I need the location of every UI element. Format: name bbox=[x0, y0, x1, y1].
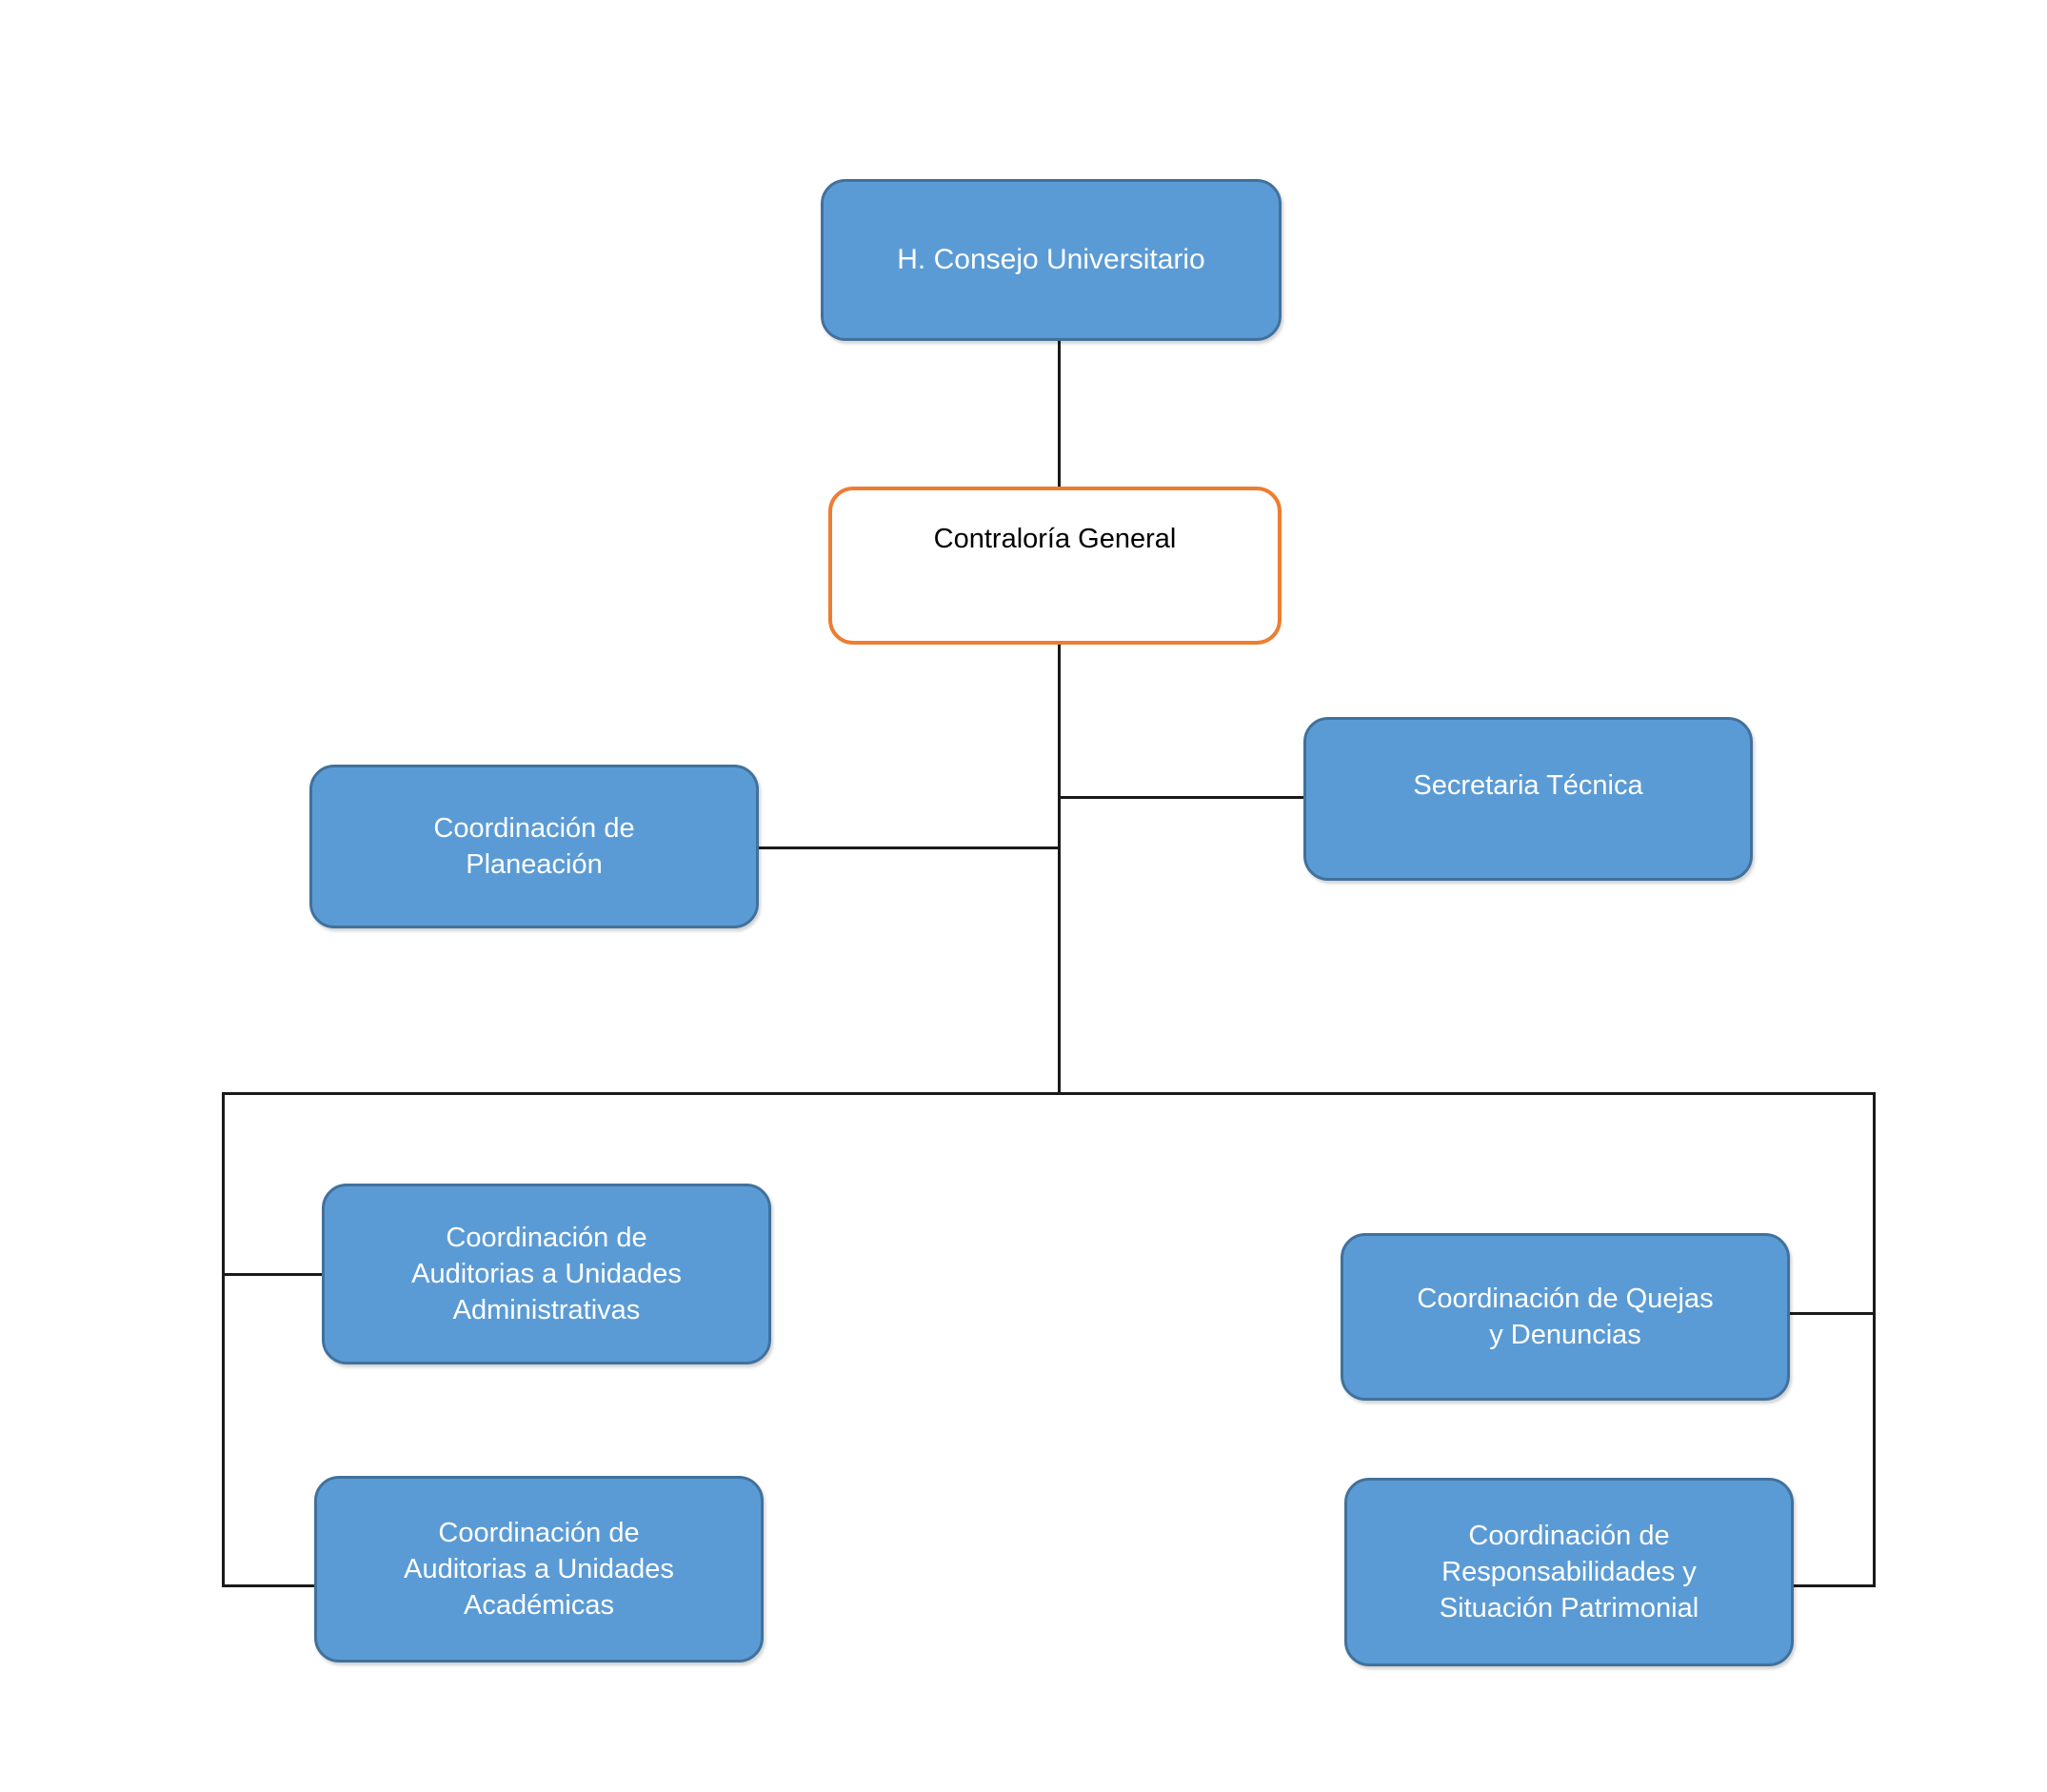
connector-contraloria-trunk bbox=[1058, 645, 1061, 1094]
node-coordinacion-planeacion-label: Coordinación de Planeación bbox=[433, 812, 635, 880]
node-consejo-universitario[interactable]: H. Consejo Universitario bbox=[821, 179, 1282, 341]
node-coordinacion-responsabilidades-patrimonial-label: Coordinación de Responsabilidades y Situ… bbox=[1439, 1520, 1699, 1624]
connector-bracket-to-aud-admin bbox=[222, 1273, 327, 1276]
node-contraloria-general-label: Contraloría General bbox=[933, 523, 1177, 554]
connector-contraloria-to-planeacion bbox=[757, 846, 1060, 849]
connector-bracket-top-rail bbox=[222, 1092, 1876, 1095]
node-secretaria-tecnica[interactable]: Secretaria Técnica bbox=[1303, 717, 1753, 881]
connector-bracket-to-quejas bbox=[1786, 1312, 1876, 1315]
connector-bracket-right-vertical bbox=[1873, 1092, 1876, 1585]
connector-contraloria-to-secretaria bbox=[1058, 796, 1306, 799]
connector-consejo-to-contraloria bbox=[1058, 341, 1061, 488]
node-auditorias-unidades-administrativas-label: Coordinación de Auditorias a Unidades Ad… bbox=[411, 1222, 682, 1326]
node-auditorias-unidades-administrativas[interactable]: Coordinación de Auditorias a Unidades Ad… bbox=[322, 1184, 771, 1364]
node-coordinacion-responsabilidades-patrimonial[interactable]: Coordinación de Responsabilidades y Situ… bbox=[1344, 1478, 1794, 1666]
node-contraloria-general[interactable]: Contraloría General bbox=[828, 487, 1282, 645]
node-auditorias-unidades-academicas[interactable]: Coordinación de Auditorias a Unidades Ac… bbox=[314, 1476, 764, 1663]
node-coordinacion-planeacion[interactable]: Coordinación de Planeación bbox=[309, 765, 759, 928]
node-coordinacion-quejas-denuncias-label: Coordinación de Quejas y Denuncias bbox=[1417, 1283, 1714, 1350]
node-secretaria-tecnica-label: Secretaria Técnica bbox=[1413, 769, 1643, 801]
node-coordinacion-quejas-denuncias[interactable]: Coordinación de Quejas y Denuncias bbox=[1341, 1233, 1790, 1401]
node-consejo-universitario-label: H. Consejo Universitario bbox=[897, 244, 1205, 276]
connector-bracket-to-responsabilidades bbox=[1790, 1584, 1876, 1587]
connector-bracket-left-vertical bbox=[222, 1092, 225, 1587]
node-auditorias-unidades-academicas-label: Coordinación de Auditorias a Unidades Ac… bbox=[404, 1517, 674, 1622]
connector-bracket-to-aud-acad bbox=[222, 1584, 319, 1587]
